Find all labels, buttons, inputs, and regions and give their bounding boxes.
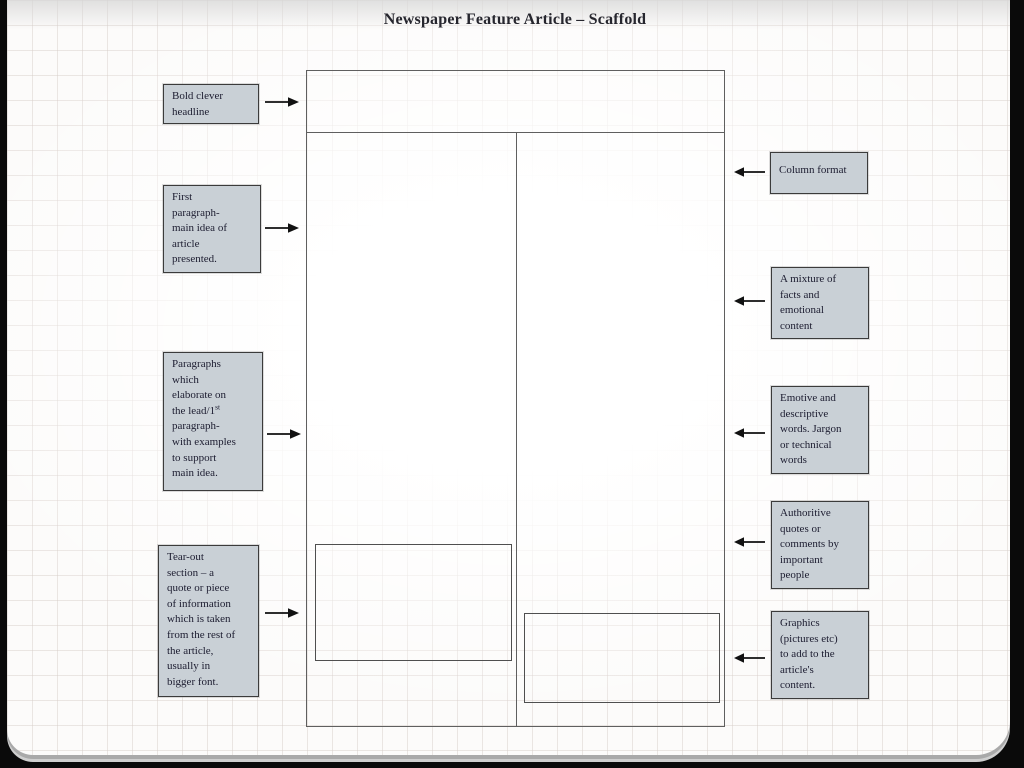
- arrow-left-icon: [734, 652, 765, 664]
- page-title: Newspaper Feature Article – Scaffold: [383, 11, 647, 28]
- label-text: First paragraph- main idea of article pr…: [172, 191, 227, 266]
- arrow-left-icon: [734, 536, 765, 548]
- headline-area-divider: [307, 132, 724, 133]
- label-box-elaborating-paragraphs: Paragraphs which elaborate on the lead/1…: [163, 352, 263, 491]
- label-text: Paragraphs which elaborate on the lead/1: [172, 358, 227, 417]
- arrow-left-icon: [734, 166, 765, 178]
- label-text: Tear-out section – a quote or piece of i…: [167, 551, 236, 688]
- superscript-st: st: [215, 402, 221, 412]
- newspaper-outline: [306, 70, 725, 727]
- arrow-right-icon: [265, 96, 299, 108]
- arrow-right-icon: [267, 428, 301, 440]
- label-box-tearout-section: Tear-out section – a quote or piece of i…: [158, 545, 259, 697]
- arrow-left-icon: [734, 295, 765, 307]
- label-text: Graphics (pictures etc) to add to the ar…: [780, 617, 838, 692]
- label-box-graphics: Graphics (pictures etc) to add to the ar…: [771, 611, 869, 699]
- label-box-first-paragraph: First paragraph- main idea of article pr…: [163, 185, 261, 273]
- label-text: A mixture of facts and emotional content: [780, 273, 837, 332]
- label-box-emotive-words: Emotive and descriptive words. Jargon or…: [771, 386, 869, 474]
- label-text: paragraph- with examples to support main…: [172, 420, 236, 480]
- label-text: Emotive and descriptive words. Jargon or…: [780, 392, 842, 467]
- tearout-section-box: [315, 544, 512, 661]
- paper-page: Newspaper Feature Article – Scaffold Bol…: [7, 0, 1010, 755]
- label-text: Column format: [779, 164, 847, 176]
- label-box-headline: Bold clever headline: [163, 84, 259, 124]
- arrow-left-icon: [734, 427, 765, 439]
- label-text: Authoritive quotes or comments by import…: [780, 507, 839, 582]
- label-text: Bold clever headline: [172, 90, 224, 118]
- label-box-facts-emotional: A mixture of facts and emotional content: [771, 267, 869, 339]
- label-box-authoritive-quotes: Authoritive quotes or comments by import…: [771, 501, 869, 589]
- graphics-placeholder-box: [524, 613, 720, 703]
- column-divider: [516, 132, 517, 726]
- arrow-right-icon: [265, 222, 299, 234]
- arrow-right-icon: [265, 607, 299, 619]
- label-box-column-format: Column format: [770, 152, 868, 194]
